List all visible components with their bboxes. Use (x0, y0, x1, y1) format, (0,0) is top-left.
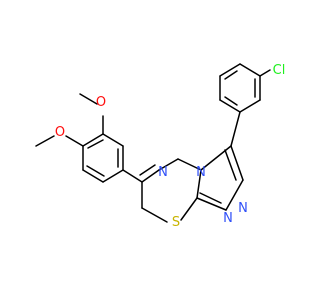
bond (35, 135, 55, 147)
nitrogen-label-triazole-b: N (223, 211, 233, 226)
bond (65, 135, 84, 147)
bond (102, 133, 124, 147)
chlorine-label: Cl (273, 63, 286, 78)
bond (224, 149, 237, 181)
bond (86, 165, 105, 177)
bond (196, 169, 202, 199)
bond (239, 63, 261, 77)
bond (139, 164, 156, 176)
bond (82, 133, 104, 147)
bond (122, 169, 143, 183)
bond (200, 145, 232, 171)
bond (225, 179, 244, 211)
bond (230, 145, 244, 181)
bond (158, 158, 179, 171)
structure-svg: Cl O O N N N N S (35, 63, 285, 230)
bond (199, 192, 222, 204)
bond (196, 197, 227, 211)
bond (239, 99, 261, 113)
oxygen-label-lower: O (55, 125, 65, 140)
bond (79, 93, 98, 105)
oxygen-label-upper: O (96, 95, 106, 110)
bond (141, 169, 160, 183)
nitrogen-label-bridge: N (196, 165, 206, 180)
bond (219, 63, 241, 77)
bond (102, 169, 124, 183)
molecule-drawing: Cl O O N N N N S (35, 63, 285, 230)
atom-labels: Cl O O N N N N S (55, 63, 285, 230)
bond (87, 139, 104, 149)
bond (141, 207, 168, 223)
nitrogen-label-hydrazone: N (158, 165, 168, 180)
nitrogen-label-triazole-a: N (238, 201, 248, 216)
bond (219, 99, 241, 113)
bond (230, 111, 241, 147)
bond (224, 70, 238, 80)
bond-lines (35, 63, 271, 223)
bond (82, 169, 104, 183)
bond (177, 158, 202, 171)
sulfur-label: S (172, 215, 180, 230)
bond (180, 197, 198, 221)
bond (259, 69, 271, 77)
bond (224, 96, 238, 106)
